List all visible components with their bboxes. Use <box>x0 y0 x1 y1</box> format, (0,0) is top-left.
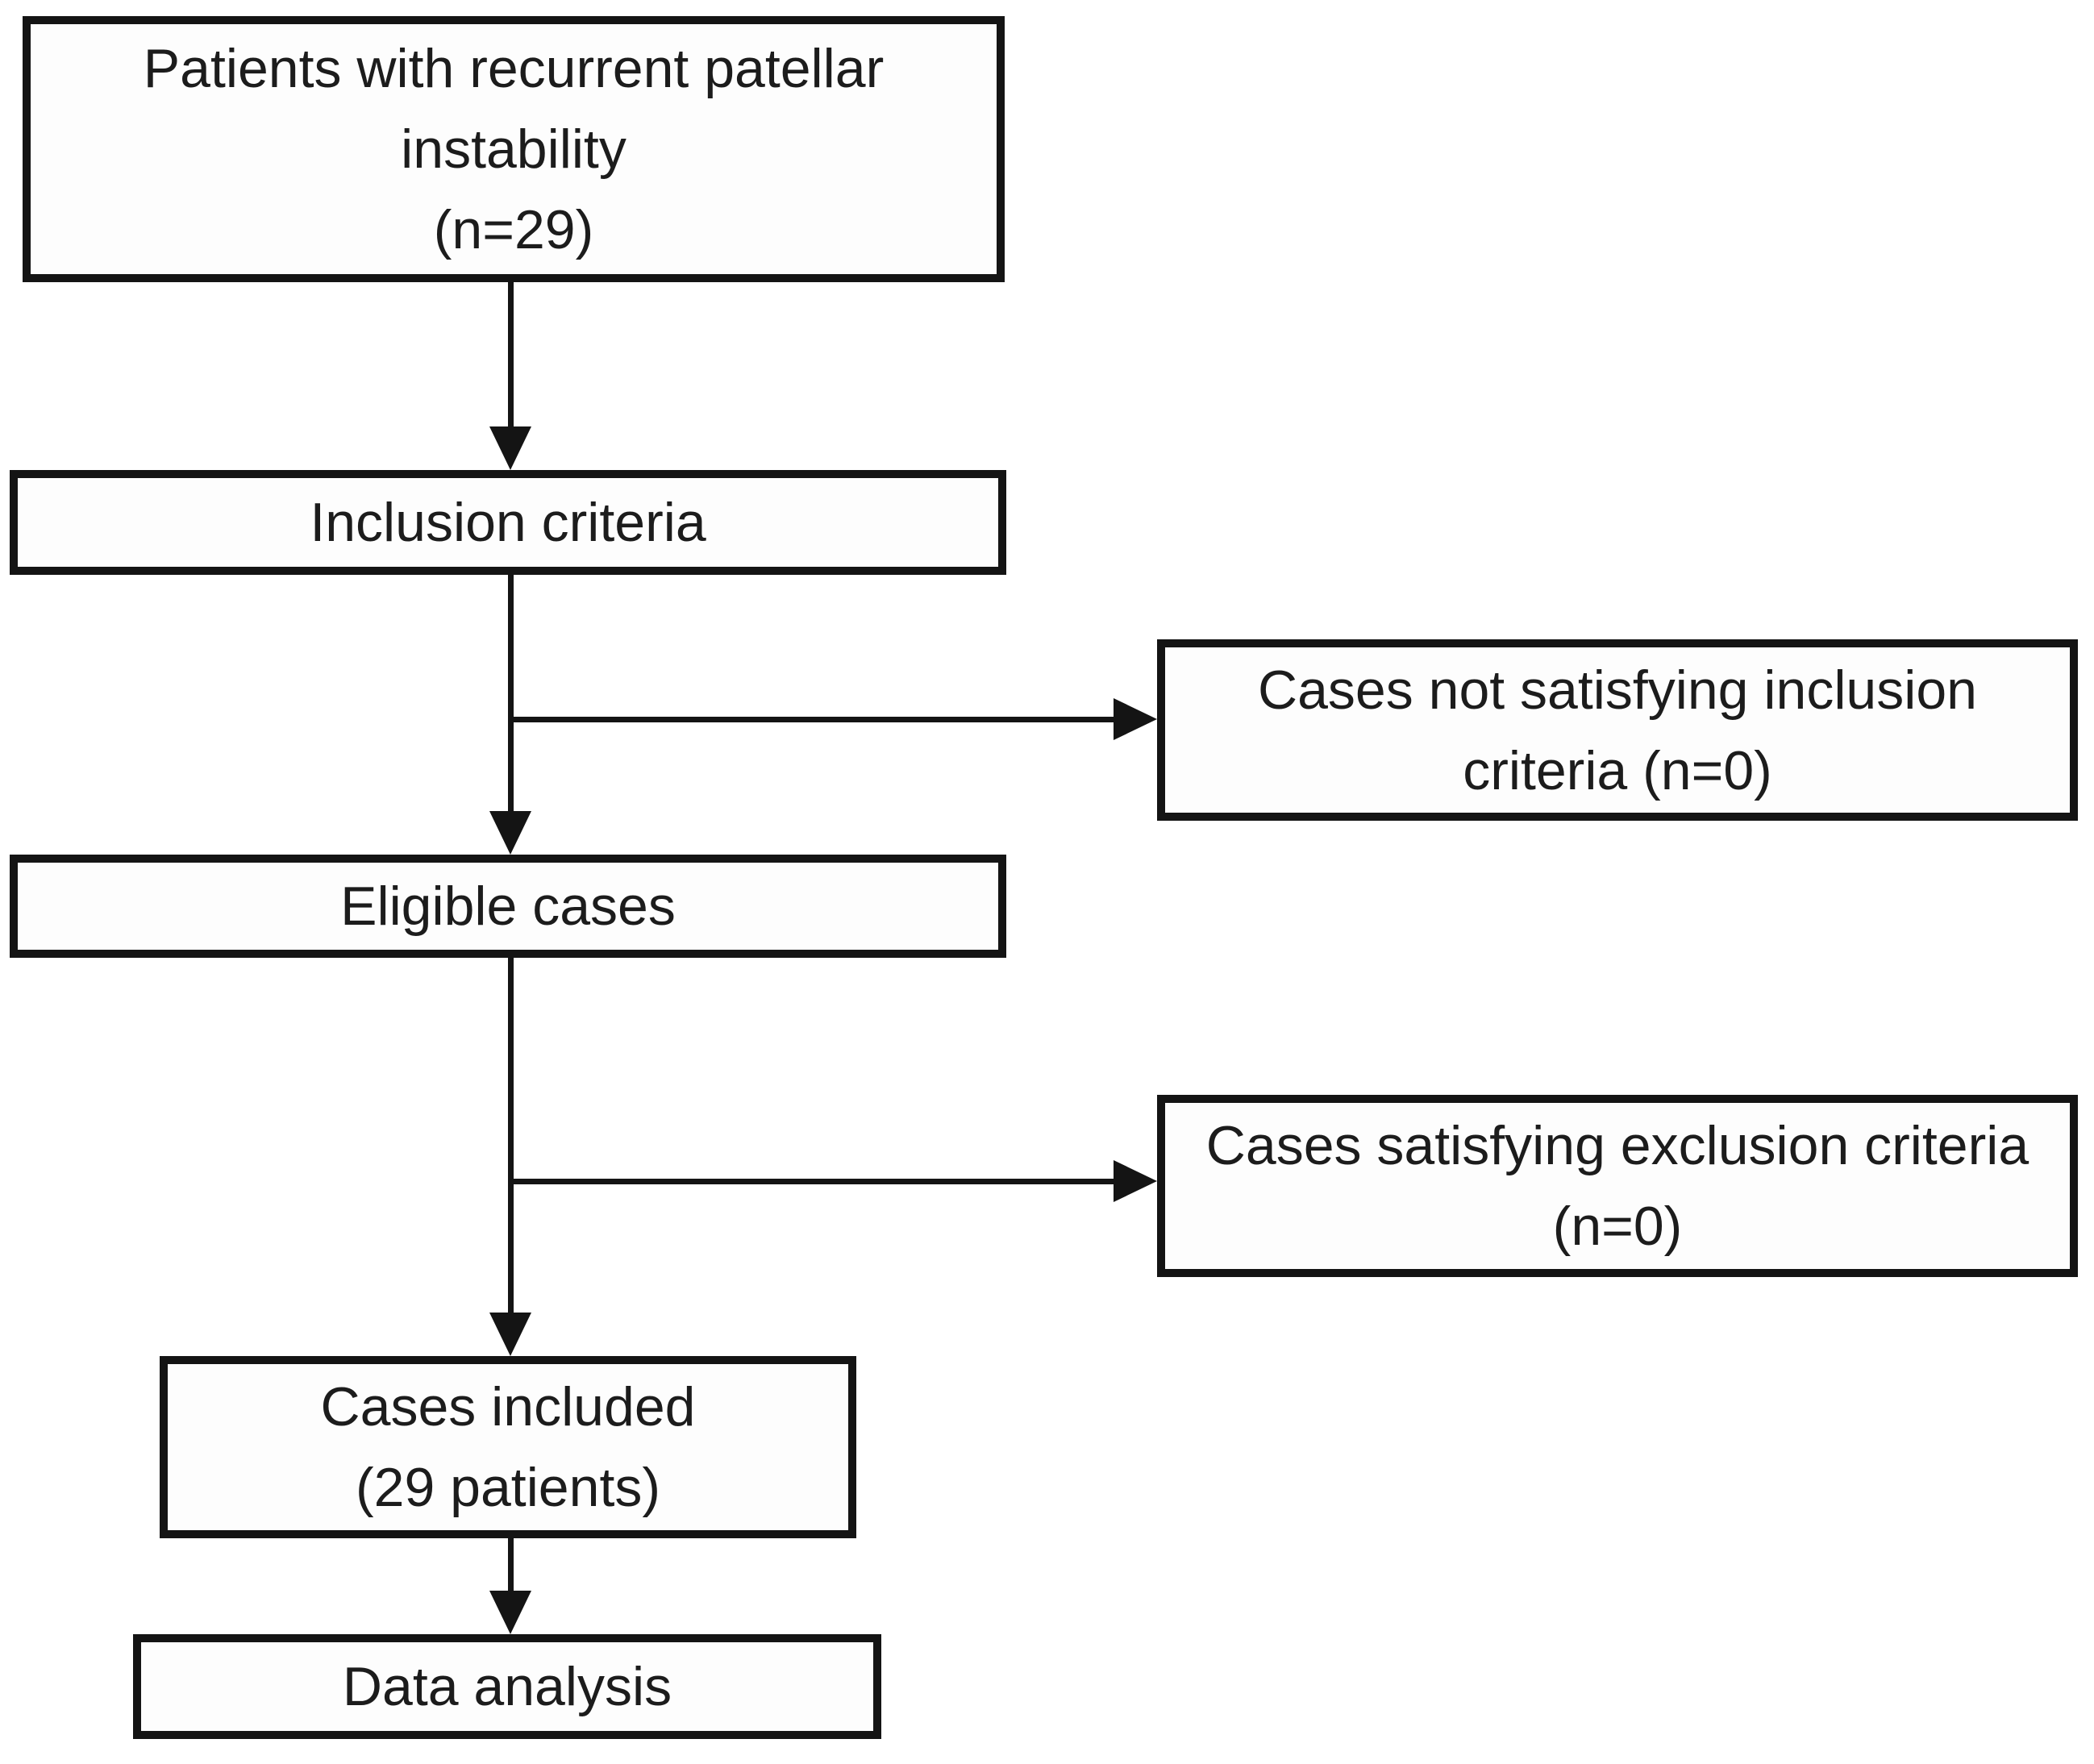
arrow-inclusion-to-eligible-head-icon <box>489 811 531 855</box>
node-cases-included: Cases included (29 patients) <box>160 1356 856 1538</box>
node-inclusion-criteria: Inclusion criteria <box>10 470 1006 575</box>
node-patients: Patients with recurrent patellar instabi… <box>23 16 1005 282</box>
node-satisfying-exclusion-count: (n=0) <box>1552 1196 1683 1257</box>
node-patients-line-2: instability <box>401 119 627 180</box>
arrow-patients-to-inclusion-line <box>508 282 514 429</box>
arrow-eligible-to-included-head-icon <box>489 1313 531 1356</box>
node-satisfying-exclusion: Cases satisfying exclusion criteria (n=0… <box>1157 1095 2078 1277</box>
arrow-included-to-analysis-head-icon <box>489 1591 531 1634</box>
node-not-satisfying-inclusion-line-1: Cases not satisfying inclusion <box>1257 659 1977 721</box>
node-patients-line-1: Patients with recurrent patellar <box>143 38 885 99</box>
arrow-included-to-analysis-line <box>508 1538 514 1592</box>
node-data-analysis-label: Data analysis <box>342 1656 672 1717</box>
arrow-patients-to-inclusion-head-icon <box>489 426 531 470</box>
node-eligible-cases-label: Eligible cases <box>340 876 676 937</box>
branch-to-not-satisfying-line <box>508 717 1117 722</box>
node-data-analysis: Data analysis <box>133 1634 881 1739</box>
node-patients-count: (n=29) <box>433 199 594 260</box>
node-inclusion-criteria-label: Inclusion criteria <box>310 492 706 553</box>
node-satisfying-exclusion-line-1: Cases satisfying exclusion criteria <box>1205 1115 2029 1176</box>
branch-to-exclusion-head-icon <box>1114 1160 1157 1202</box>
node-eligible-cases: Eligible cases <box>10 855 1006 958</box>
arrow-eligible-to-included-line <box>508 958 514 1314</box>
node-cases-included-line-1: Cases included <box>320 1376 696 1437</box>
node-cases-included-count: (29 patients) <box>356 1457 660 1518</box>
node-not-satisfying-inclusion-line-2: criteria (n=0) <box>1463 739 1772 801</box>
arrow-inclusion-to-eligible-line <box>508 575 514 813</box>
branch-to-not-satisfying-head-icon <box>1114 698 1157 740</box>
branch-to-exclusion-line <box>508 1179 1117 1184</box>
node-not-satisfying-inclusion: Cases not satisfying inclusion criteria … <box>1157 639 2078 821</box>
